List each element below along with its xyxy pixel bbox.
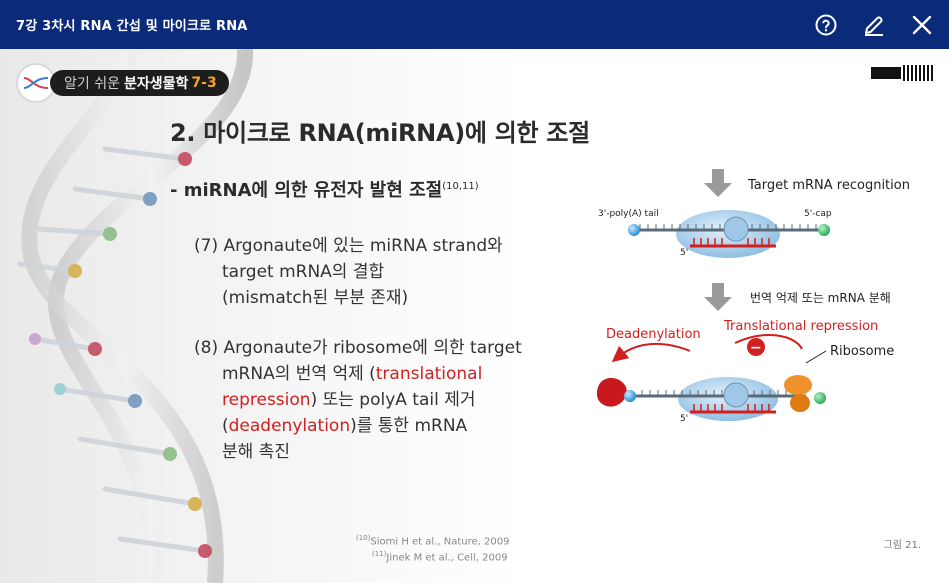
- down-arrow-icon: [704, 169, 732, 197]
- repression-highlight: repression: [222, 390, 311, 410]
- reference-10: (10)Siomi H et al., Nature, 2009: [356, 534, 510, 548]
- close-icon[interactable]: [909, 12, 935, 38]
- inhibition-icon: [747, 338, 765, 356]
- item8-line2-text: mRNA의 번역 억제 (: [222, 364, 376, 384]
- slide-subtitle: - miRNA에 의한 유전자 발현 조절(10,11): [170, 176, 479, 202]
- item8-line3: repression) 또는 polyA tail 제거: [194, 387, 522, 413]
- item7-line2: target mRNA의 결합: [222, 262, 385, 282]
- title-bar: 7강 3차시 RNA 간섭 및 마이크로 RNA: [0, 0, 949, 49]
- item8-line5: 분해 촉진: [222, 442, 290, 462]
- slide-title: 2. 마이크로 RNA(miRNA)에 의한 조절: [170, 119, 590, 147]
- step1-label: Target mRNA recognition: [747, 178, 910, 193]
- toolbar-icons: [813, 0, 935, 49]
- figure-label: 그림 21.: [883, 540, 921, 551]
- help-circle-icon[interactable]: [813, 12, 839, 38]
- item8-line3-text: ) 또는 polyA tail 제거: [310, 390, 476, 410]
- ribosome-icon: [784, 375, 812, 412]
- subtitle-reference: (10,11): [442, 181, 479, 192]
- subtitle-text: - miRNA에 의한 유전자 발현 조절: [170, 180, 443, 201]
- course-name: 분자생물학: [123, 76, 189, 92]
- five-prime-label-1: 5': [680, 248, 688, 258]
- bullet-item-8: (8) Argonaute가 ribosome에 의한 target mRNA의…: [194, 335, 522, 465]
- window-title: 7강 3차시 RNA 간섭 및 마이크로 RNA: [16, 19, 248, 34]
- item8-line1: (8) Argonaute가 ribosome에 의한 target: [194, 338, 522, 358]
- poly-a-label: 3'-poly(A) tail: [598, 209, 659, 219]
- dna-helix-background: [17, 49, 254, 583]
- publisher-logo-icon: [871, 65, 933, 81]
- item8-line4-text: )를 통한 mRNA: [350, 416, 468, 436]
- item8-paren: (: [222, 416, 229, 436]
- ribosome-label: Ribosome: [830, 344, 894, 359]
- five-prime-label-2: 5': [680, 414, 688, 424]
- item7-line1: (7) Argonaute에 있는 miRNA strand와: [194, 236, 503, 256]
- course-title-pill: 알기 쉬운 분자생물학 7-3: [50, 70, 229, 96]
- lecture-slide: 알기 쉬운 분자생물학 7-3 2. 마이크로 RNA(miRNA)에 의한 조…: [0, 49, 949, 583]
- repression-label: Translational repression: [723, 319, 878, 334]
- deadenylation-label: Deadenylation: [606, 327, 701, 342]
- course-badge: 알기 쉬운 분자생물학 7-3: [16, 63, 229, 103]
- references: (10)Siomi H et al., Nature, 2009 (11)Jin…: [356, 532, 509, 565]
- item7-line3: (mismatch된 부분 존재): [222, 288, 409, 308]
- item8-line4: (deadenylation)를 통한 mRNA: [194, 413, 522, 439]
- item8-line2: mRNA의 번역 억제 (translational: [194, 361, 522, 387]
- cap-label: 5'-cap: [804, 209, 832, 219]
- translational-highlight: translational: [375, 364, 483, 384]
- mirna-mechanism-diagram: Target mRNA recognition 3'-poly(A) tail …: [596, 169, 910, 424]
- pencil-icon[interactable]: [861, 12, 887, 38]
- step2-label: 번역 억제 또는 mRNA 분해: [750, 291, 891, 305]
- dna-logo-icon: [16, 63, 56, 103]
- course-number: 7-3: [191, 75, 217, 91]
- deadenylase-icon: [596, 378, 627, 407]
- course-prefix: 알기 쉬운: [64, 76, 120, 92]
- inhibition-minus: −: [750, 340, 762, 356]
- reference-11: (11)Jinek M et al., Cell, 2009: [372, 550, 508, 564]
- deadenylation-highlight: deadenylation: [228, 416, 351, 436]
- down-arrow-icon: [704, 283, 732, 311]
- bullet-item-7: (7) Argonaute에 있는 miRNA strand와 target m…: [194, 233, 503, 311]
